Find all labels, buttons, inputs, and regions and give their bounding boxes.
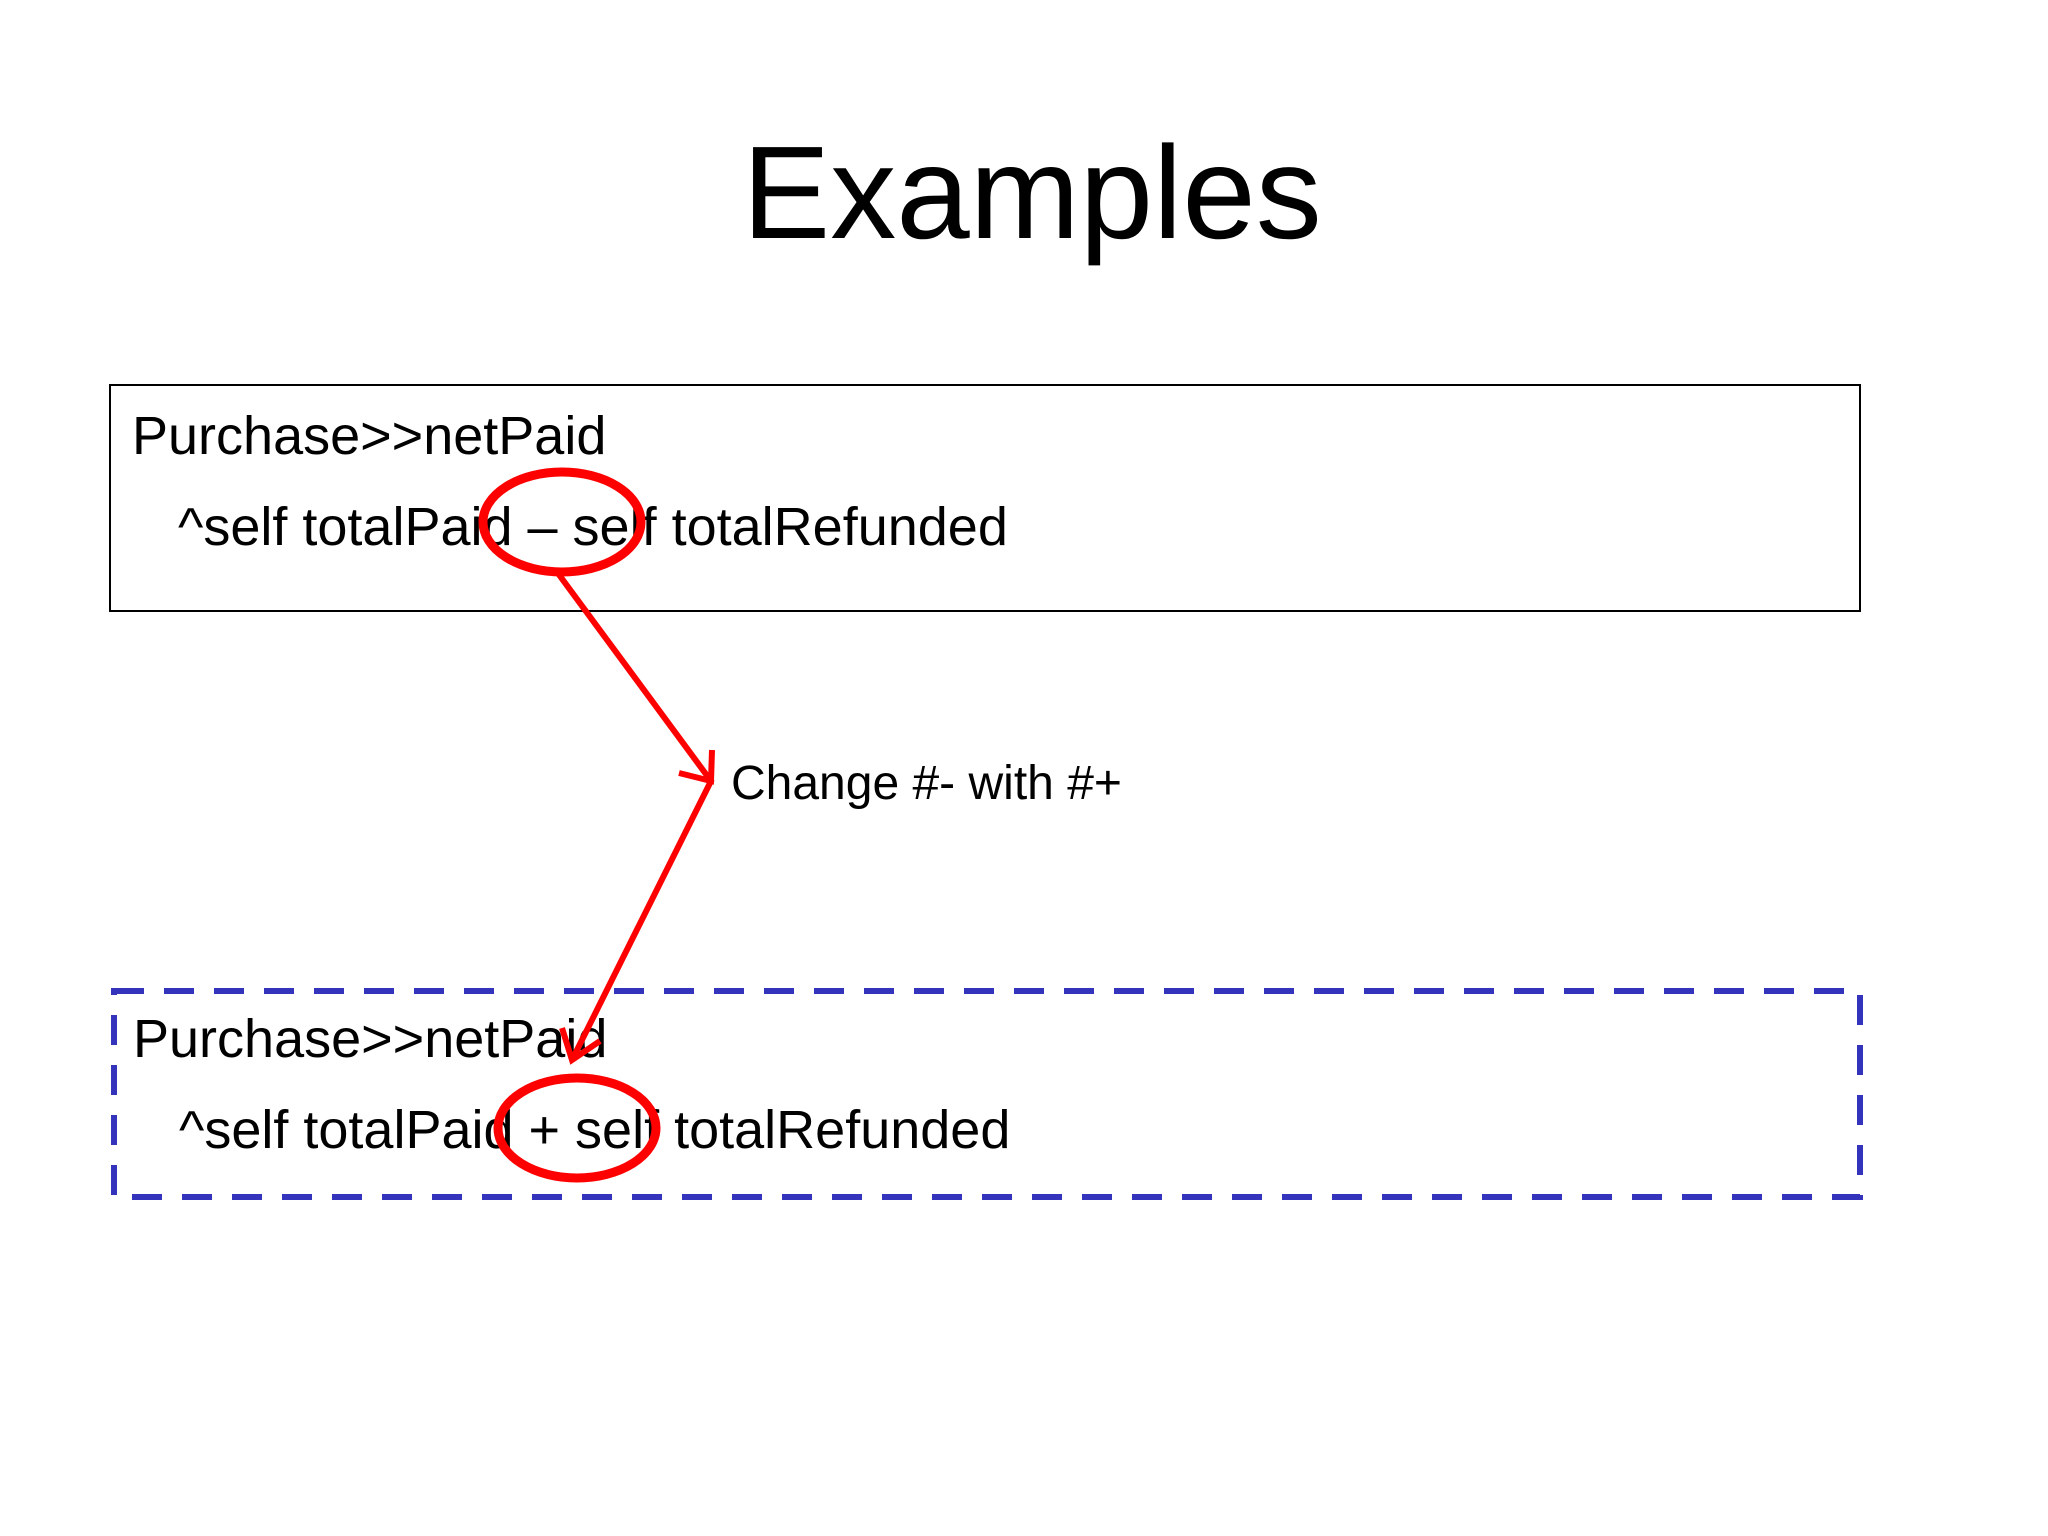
transformed-method-header: Purchase>>netPaid — [133, 1009, 608, 1069]
transformed-code-box: Purchase>>netPaid ^self totalPaid + self… — [111, 988, 1863, 1200]
original-method-header: Purchase>>netPaid — [132, 406, 607, 466]
original-code-box: Purchase>>netPaid ^self totalPaid – self… — [109, 384, 1861, 612]
dashed-border — [111, 988, 1863, 1200]
transformed-method-body: ^self totalPaid + self totalRefunded — [179, 1100, 1011, 1160]
original-method-body: ^self totalPaid – self totalRefunded — [178, 497, 1008, 557]
arrowhead-annotation — [678, 749, 715, 785]
slide-title: Examples — [742, 119, 1322, 266]
change-arrow-path — [554, 570, 715, 1062]
change-annotation: Change #- with #+ — [731, 757, 1122, 810]
